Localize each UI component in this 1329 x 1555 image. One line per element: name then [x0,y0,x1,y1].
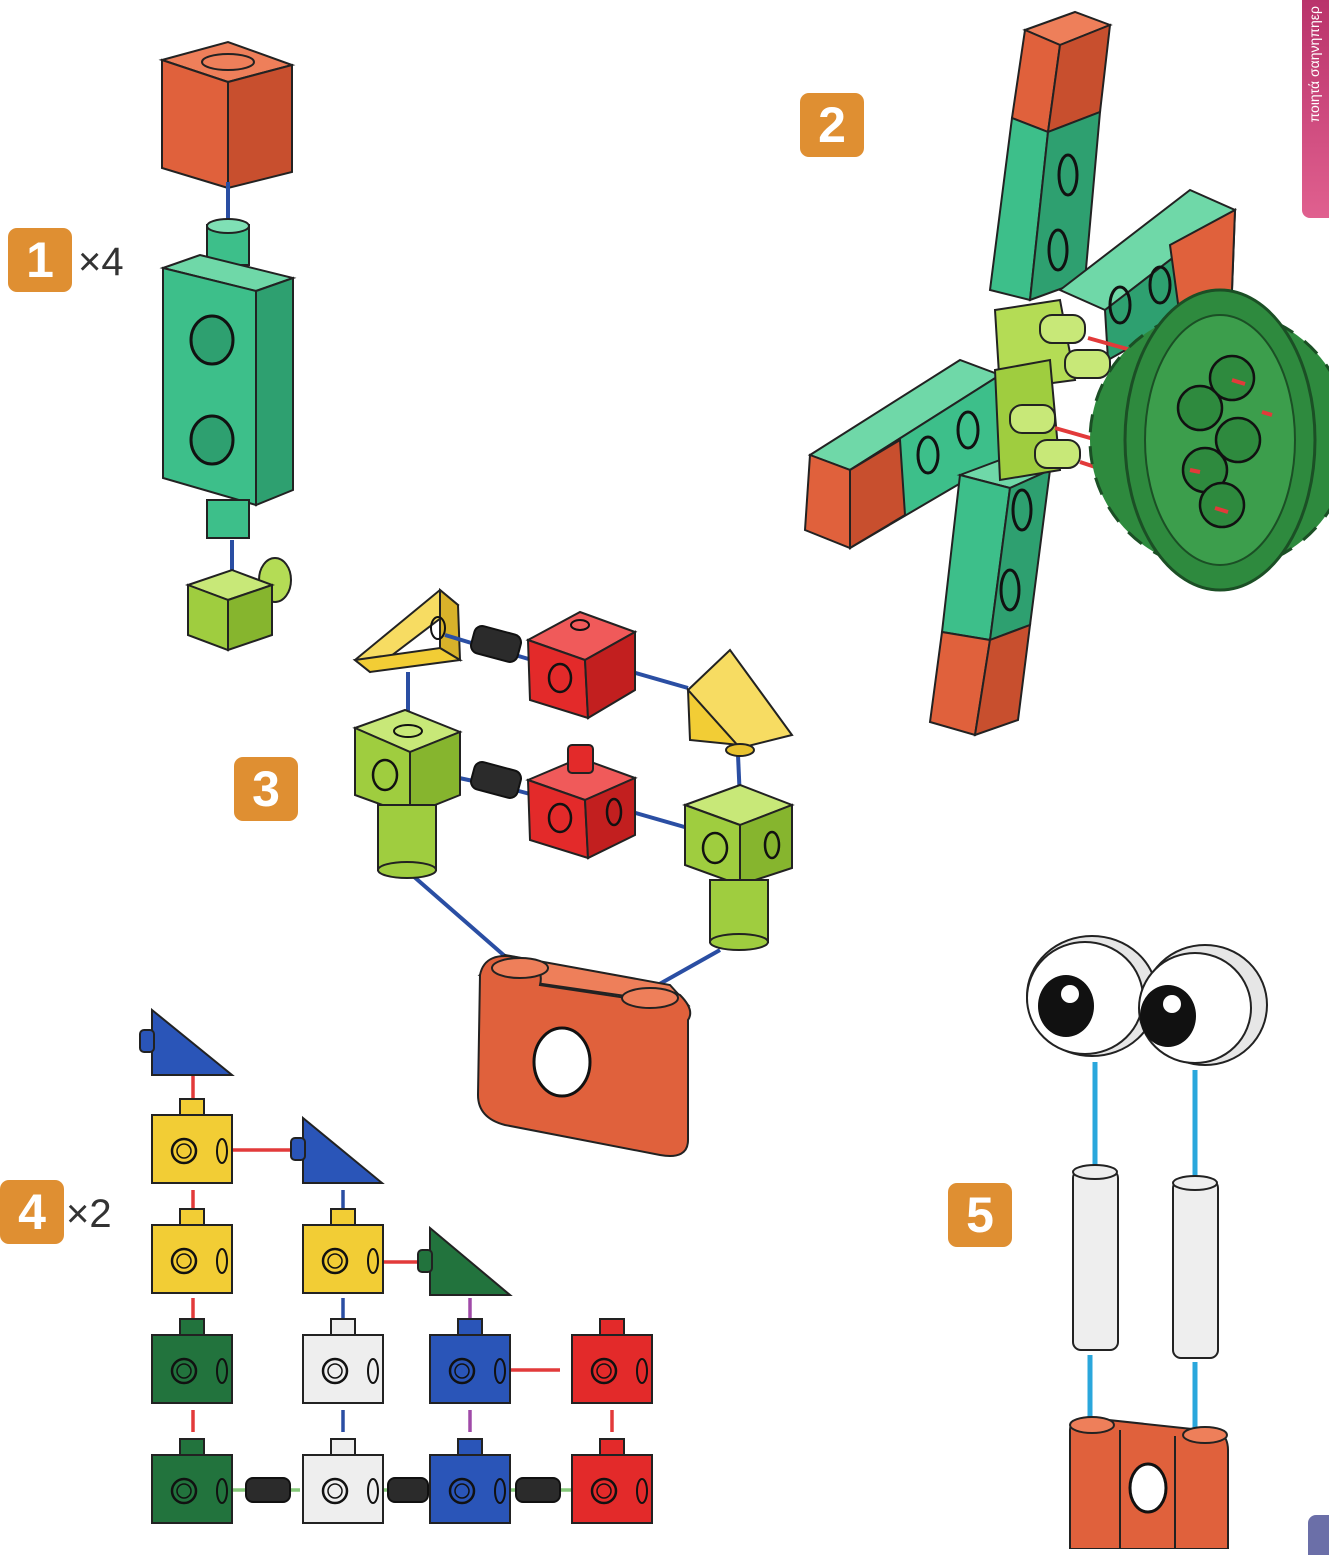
orange-brick-icon [162,42,292,188]
lime-connector-icon [188,558,291,650]
page-corner-tab [1308,1515,1329,1555]
eyes-icon [1027,936,1267,1065]
brick-cube [303,1209,383,1293]
step-5-badge: 5 [948,1183,1012,1247]
step-2-assembly [805,12,1329,735]
brick-cube [152,1319,232,1403]
connector-pin-icon [469,624,523,799]
step-5-assembly [1027,936,1267,1549]
brick-cube [152,1209,232,1293]
green-rod-icon [163,219,293,538]
brick-cube [572,1319,652,1403]
step-2-badge: 2 [800,93,864,157]
side-tab: ποιητά σαηνηπηερ [1302,0,1329,218]
side-tab-text: ποιητά σαηνηπηερ [1306,6,1322,122]
brick-cube [152,1439,232,1523]
brick-cube [430,1319,510,1403]
step-3-badge: 3 [234,757,298,821]
step-1-multiplier: ×4 [78,240,124,284]
brick-cube [303,1439,383,1523]
step-1-badge: 1 [8,228,72,292]
step-4-multiplier: ×2 [66,1192,112,1236]
step-3-assembly [355,590,792,1156]
brick-cube [152,1099,232,1183]
brick-cube [430,1439,510,1523]
step-4-badge: 4 [0,1180,64,1244]
step-1-assembly [162,42,293,650]
brick-cube [572,1439,652,1523]
brick-cube [303,1319,383,1403]
